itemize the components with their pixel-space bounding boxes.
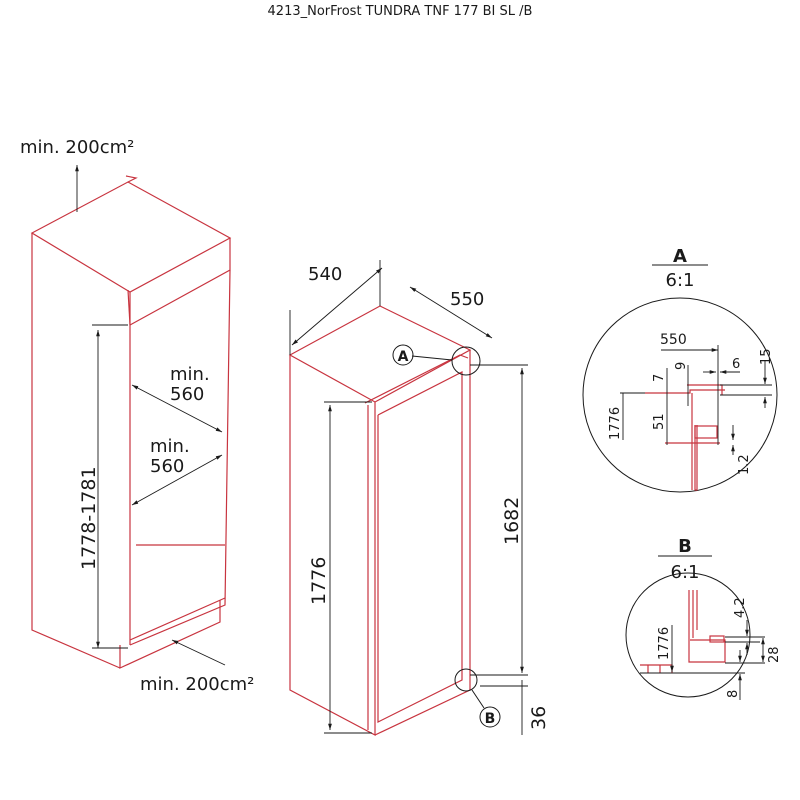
detail-a-dim-1776: 1776: [608, 407, 623, 440]
appliance-drawing: 540 550 1776 1682 36 A B: [288, 260, 550, 736]
detail-a-dim-550: 550: [660, 332, 687, 348]
detail-a-dim-15: 15: [759, 348, 774, 365]
bottom-gap-label: 36: [528, 706, 550, 730]
detail-a-label: A: [673, 246, 687, 267]
detail-a-profile: [645, 384, 725, 491]
appliance-height-label: 1776: [308, 557, 330, 605]
detail-b: B 6:1 4.2 1776 28 8: [625, 536, 782, 700]
callout-a-label: A: [398, 349, 409, 365]
detail-a-dim-51: 51: [652, 413, 667, 430]
callout-a-circle: [451, 346, 481, 376]
appliance-depth-dim: [409, 286, 493, 339]
vent-bottom-label: min. 200cm²: [140, 674, 254, 695]
detail-a: A 6:1 550 7 9: [582, 246, 778, 493]
niche-outline: [30, 175, 232, 669]
detail-b-circle: [625, 572, 751, 698]
callout-b-circle: [454, 668, 478, 692]
detail-a-dim-1-2: 1.2: [737, 454, 752, 475]
vent-top-label: min. 200cm²: [20, 137, 134, 158]
niche-depth-lower-label-2: 560: [150, 456, 184, 477]
callout-b-label: B: [485, 711, 496, 727]
detail-b-profile: [640, 590, 726, 673]
detail-b-dim-1776: 1776: [657, 627, 672, 660]
detail-b-label: B: [678, 536, 692, 557]
niche-depth-upper-label-2: 560: [170, 384, 204, 405]
diagram-title: 4213_NorFrost TUNDRA TNF 177 BI SL /B: [268, 4, 533, 19]
callout-b-marker: [479, 706, 501, 728]
appliance-width-dim: [291, 267, 383, 346]
appliance-outline: [288, 305, 472, 736]
detail-a-circle: [582, 297, 778, 493]
appliance-depth-label: 550: [450, 289, 484, 310]
appliance-width-label: 540: [308, 264, 342, 285]
detail-b-dim-4-2: 4.2: [733, 597, 748, 618]
niche-depth-upper-dim: [131, 384, 223, 433]
detail-b-dim-8: 8: [726, 690, 741, 698]
callout-a-marker: [392, 344, 414, 366]
niche-drawing: min. 200cm² min. 200cm² 1778-1781 min. 5…: [20, 137, 254, 695]
niche-height-label: 1778-1781: [78, 466, 100, 570]
vent-bottom-arrow: [171, 639, 226, 666]
detail-a-scale: 6:1: [666, 270, 695, 291]
detail-b-scale: 6:1: [671, 562, 700, 583]
door-height-label: 1682: [501, 497, 523, 545]
niche-depth-lower-label-1: min.: [150, 436, 190, 457]
detail-a-dim-7: 7: [652, 374, 667, 382]
niche-depth-upper-label-1: min.: [170, 364, 210, 385]
detail-a-dim-9: 9: [674, 362, 689, 370]
niche-depth-lower-dim: [131, 454, 223, 506]
detail-b-dim-28: 28: [767, 646, 782, 663]
detail-a-dim-6: 6: [732, 357, 740, 372]
